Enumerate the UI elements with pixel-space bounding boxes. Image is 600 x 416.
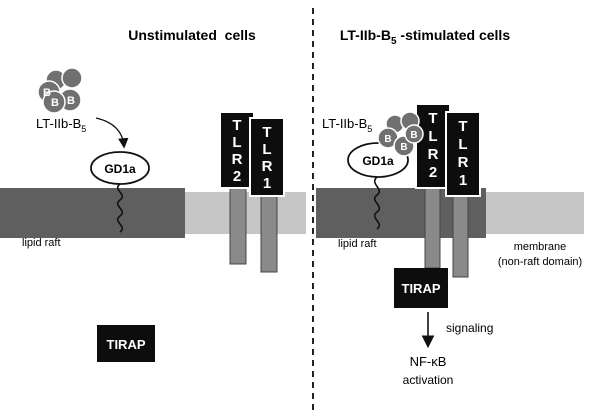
nfkb-activation-label: activation bbox=[403, 373, 454, 387]
tlr1-receptor-left bbox=[249, 117, 285, 197]
tlr1-letter: T bbox=[262, 124, 271, 141]
toxin-label-left: LT-IIb-B5 bbox=[36, 116, 86, 134]
gd1a-label-right: GD1a bbox=[362, 154, 394, 168]
tirap-box-left bbox=[97, 325, 155, 362]
tlr1-stalk-right bbox=[452, 194, 469, 278]
tlr1-stalk-left bbox=[260, 194, 278, 273]
tirap-label-left: TIRAP bbox=[107, 337, 146, 352]
tlr1-letter: L bbox=[262, 141, 271, 158]
nonraft-label-line2: (non-raft domain) bbox=[498, 256, 582, 268]
nfkb-label: NF-κB bbox=[410, 354, 447, 369]
tlr2-stalk-left bbox=[229, 186, 247, 265]
tlr2-letter: R bbox=[428, 146, 439, 163]
binding-arrow bbox=[95, 117, 129, 149]
right-panel-title: LT-IIb-B5 -stimulated cells bbox=[340, 27, 510, 47]
tirap-label-right: TIRAP bbox=[402, 281, 441, 296]
toxin-subunit-letter: B bbox=[51, 97, 59, 109]
toxin-pentamer-right: B B B bbox=[377, 111, 424, 157]
toxin-subunit-letter: B bbox=[43, 87, 51, 99]
lipid-raft-label-right: lipid raft bbox=[338, 238, 377, 250]
tlr2-receptor-left bbox=[219, 111, 255, 189]
lipid-raft-label-left: lipid raft bbox=[22, 237, 61, 249]
toxin-pentamer-left: B B B bbox=[37, 67, 83, 114]
tlr1-letter: 1 bbox=[459, 172, 467, 189]
tlr1-letter: R bbox=[458, 154, 469, 171]
toxin-subunit-letter: B bbox=[400, 142, 407, 153]
tirap-box-right bbox=[394, 268, 448, 308]
tlr2-letter: 2 bbox=[429, 164, 437, 181]
tlr1-letter: L bbox=[458, 136, 467, 153]
nonraft-label-line1: membrane bbox=[514, 241, 567, 253]
gd1a-oval-right bbox=[347, 142, 409, 178]
toxin-subunit-letter: B bbox=[67, 95, 75, 107]
tlr1-letter: 1 bbox=[263, 175, 271, 192]
gd1a-label-left: GD1a bbox=[104, 162, 136, 176]
gd1a-anchor-squiggle-left bbox=[116, 183, 124, 233]
gd1a-anchor-squiggle-right bbox=[373, 176, 381, 230]
tlr2-letter: T bbox=[428, 110, 437, 127]
tlr1-letter: R bbox=[262, 158, 273, 175]
toxin-subunit-letter: B bbox=[384, 134, 391, 145]
toxin-label-right: LT-IIb-B5 bbox=[322, 116, 372, 134]
tlr2-letter: 2 bbox=[233, 168, 241, 185]
tlr2-stalk-right bbox=[424, 185, 441, 269]
tlr2-letter: T bbox=[232, 117, 241, 134]
lipid-raft-left bbox=[0, 188, 185, 238]
tlr2-letter: L bbox=[232, 134, 241, 151]
signaling-label: signaling bbox=[446, 321, 493, 335]
tlr1-letter: T bbox=[458, 118, 467, 135]
left-panel-title: Unstimulated cells bbox=[128, 27, 256, 43]
nonraft-membrane-right bbox=[486, 192, 584, 234]
left-panel: Unstimulated cells GD1a B B B LT-IIb-B5 … bbox=[0, 27, 306, 362]
tlr1-receptor-right bbox=[445, 111, 481, 197]
tlr2-letter: L bbox=[428, 128, 437, 145]
tlr2-letter: R bbox=[232, 151, 243, 168]
toxin-subunit-letter: B bbox=[410, 130, 417, 141]
